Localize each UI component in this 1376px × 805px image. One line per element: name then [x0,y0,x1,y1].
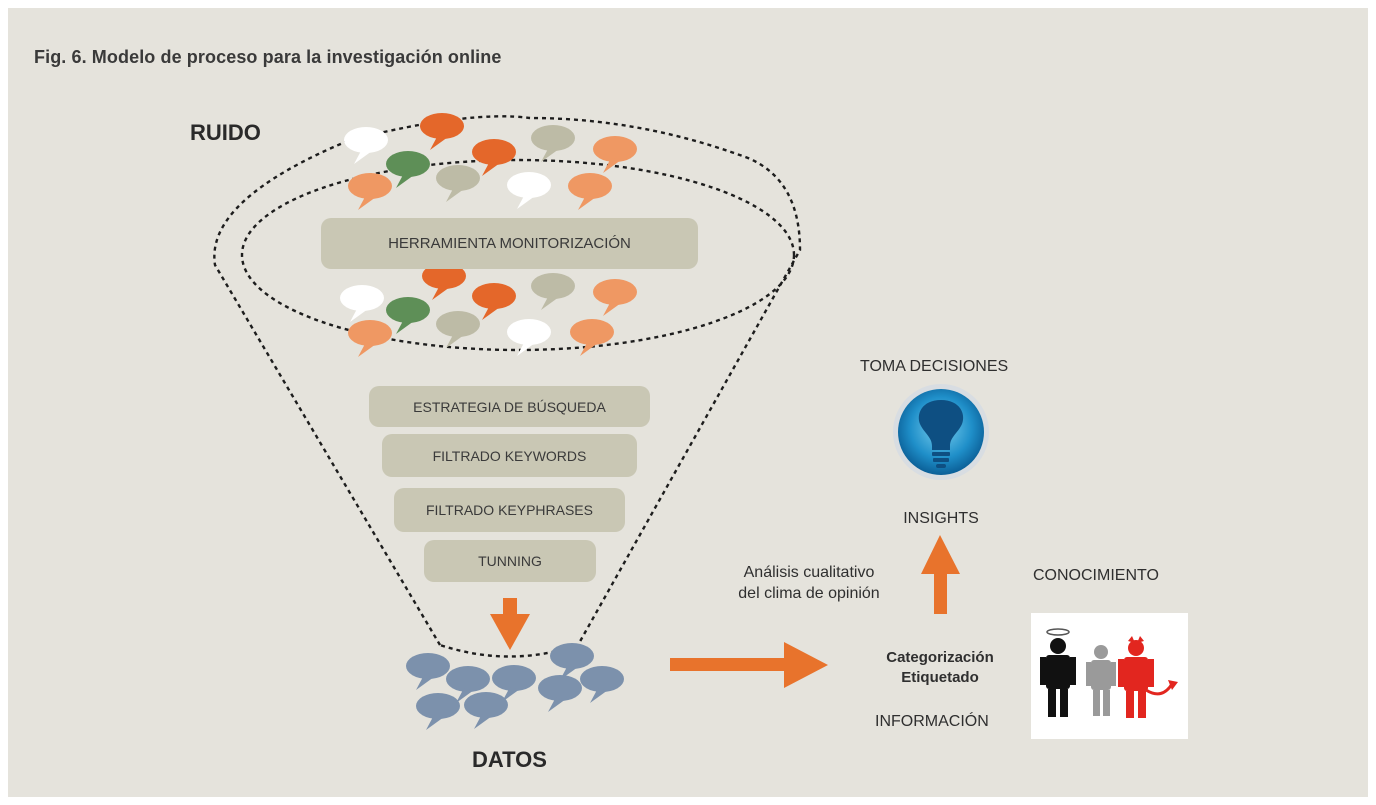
noise-bubbles-top [344,113,637,210]
categorization-line-2: Etiquetado [901,669,979,686]
filter-box-keyphrases: FILTRADO KEYPHRASES [394,488,625,532]
filter-box-tunning: TUNNING [424,540,596,582]
analysis-line-1: Análisis cualitativo [743,564,875,581]
monitoring-tool-box: HERRAMIENTA MONITORIZACIÓN [321,218,698,269]
right-arrow-icon [670,642,828,688]
knowledge-label: CONOCIMIENTO [1033,567,1159,584]
decisions-label: TOMA DECISIONES [860,358,1009,375]
analysis-label: Análisis cualitativo del clima de opinió… [704,562,914,604]
monitoring-ellipse [240,158,796,352]
lightbulb-icon [893,384,989,480]
categorization-line-1: Categorización [886,649,994,666]
down-arrow-icon [490,598,530,650]
analysis-line-2: del clima de opinión [738,585,880,602]
information-label: INFORMACIÓN [875,713,989,730]
noise-bubbles-filtered [340,263,637,357]
filter-box-search-strategy: ESTRATEGIA DE BÚSQUEDA [369,386,650,427]
figure-title: Fig. 6. Modelo de proceso para la invest… [34,47,502,67]
categorization-label: Categorización Etiquetado [860,648,1020,688]
noise-label: RUIDO [190,120,261,145]
up-arrow-icon [921,535,960,614]
angel-neutral-devil-icon [1040,628,1178,718]
data-label: DATOS [472,747,547,772]
filter-box-keywords: FILTRADO KEYWORDS [382,434,637,477]
insights-label: INSIGHTS [903,510,979,527]
